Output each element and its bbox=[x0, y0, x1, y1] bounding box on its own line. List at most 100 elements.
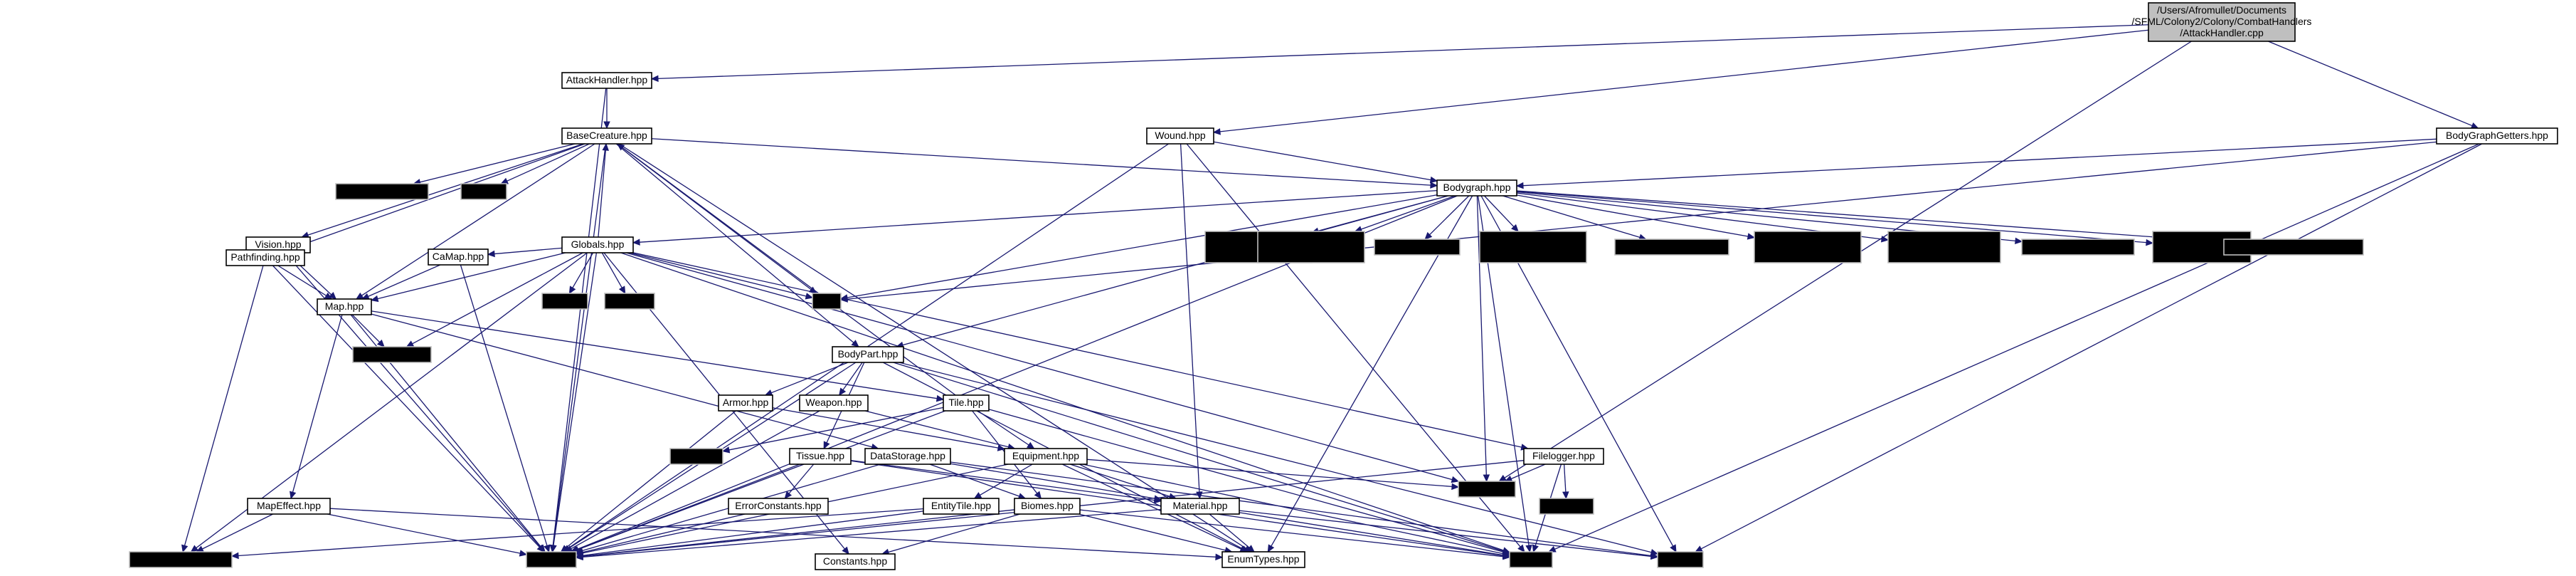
node-biomes[interactable]: Biomes.hpp bbox=[1014, 498, 1081, 515]
node-camap[interactable]: CaMap.hpp bbox=[428, 248, 489, 266]
edge-line bbox=[1483, 195, 1515, 227]
arrowhead-icon bbox=[1451, 483, 1460, 491]
arrowhead-icon bbox=[519, 550, 528, 557]
arrowhead-icon bbox=[616, 143, 625, 151]
node-label: ErrorConstants.hpp bbox=[735, 500, 822, 511]
node-label: Vector bbox=[551, 295, 579, 306]
node-label: boost/range/irange.hpp bbox=[2027, 241, 2129, 252]
edge-line bbox=[625, 252, 1453, 481]
node-mapeffect[interactable]: MapEffect.hpp bbox=[247, 498, 331, 515]
node-box bbox=[1160, 498, 1240, 515]
node-filelogger[interactable]: Filelogger.hpp bbox=[1523, 448, 1604, 465]
node-label: Vision.hpp bbox=[255, 239, 301, 250]
node-label: Globals.hpp bbox=[571, 239, 625, 250]
edge-material-to-stdio bbox=[575, 508, 1162, 561]
node-tissue[interactable]: Tissue.hpp bbox=[789, 448, 852, 465]
arrowhead-icon bbox=[376, 339, 385, 347]
edge-basecreature-to-bodypart bbox=[615, 143, 859, 347]
node-box bbox=[561, 72, 652, 89]
edge-line bbox=[988, 409, 1504, 553]
node-label: boost/graph/breadth bbox=[1763, 235, 1852, 246]
node-material[interactable]: Material.hpp bbox=[1160, 498, 1240, 515]
node-label: Filelogger.hpp bbox=[1532, 450, 1595, 461]
arrowhead-icon bbox=[1525, 544, 1532, 553]
node-root: /Users/Afromullet/Documents/SFML/Colony2… bbox=[2132, 2, 2311, 42]
node-label: Pathfinding.hpp bbox=[230, 251, 300, 263]
node-box bbox=[561, 236, 634, 253]
edge-line bbox=[847, 141, 2437, 300]
node-bodygraphgetters[interactable]: BodyGraphGetters.hpp bbox=[2436, 127, 2558, 145]
node-label: list bbox=[820, 295, 832, 306]
node-tile[interactable]: Tile.hpp bbox=[943, 394, 990, 412]
node-box bbox=[718, 394, 773, 412]
arrowhead-icon bbox=[560, 545, 569, 553]
arrowhead-icon bbox=[550, 544, 557, 553]
node-box bbox=[943, 394, 990, 412]
edge-line bbox=[420, 143, 576, 183]
node-weapon[interactable]: Weapon.hpp bbox=[799, 394, 869, 412]
edge-line bbox=[553, 252, 598, 546]
node-attackhandler[interactable]: AttackHandler.hpp bbox=[561, 72, 652, 89]
node-label: /AttackHandler.cpp bbox=[2180, 27, 2264, 38]
edge-line bbox=[1476, 195, 1487, 476]
edge-line bbox=[893, 362, 1504, 552]
edge-globals-to-basecreature bbox=[598, 142, 610, 238]
edge-pathfinding-to-map bbox=[277, 265, 333, 300]
edge-globals-to-cstdlib bbox=[601, 252, 626, 295]
edge-mapeffect-to-enumtypes bbox=[329, 508, 1224, 561]
edge-camap-to-stdio bbox=[460, 264, 551, 553]
node-wound[interactable]: Wound.hpp bbox=[1146, 127, 1214, 145]
node-label: boost/graph/graphviz.hpp bbox=[1616, 241, 1728, 252]
node-label: Bodygraph.hpp bbox=[1443, 182, 1511, 193]
edge-line bbox=[577, 464, 800, 550]
node-entitytile[interactable]: EntityTile.hpp bbox=[923, 498, 1000, 515]
node-bodypart[interactable]: BodyPart.hpp bbox=[832, 346, 904, 363]
node-bodygraph[interactable]: Bodygraph.hpp bbox=[1436, 179, 1517, 197]
node-enumtypes[interactable]: EnumTypes.hpp bbox=[1221, 551, 1305, 568]
edge-basecreature-to-stdio bbox=[549, 143, 607, 553]
edge-line bbox=[980, 464, 1033, 496]
node-box bbox=[812, 293, 842, 310]
node-box bbox=[2152, 231, 2252, 263]
node-datastorage[interactable]: DataStorage.hpp bbox=[864, 448, 951, 465]
arrowhead-icon bbox=[500, 177, 509, 184]
node-map[interactable]: Map.hpp bbox=[317, 298, 372, 315]
arrowhead-icon bbox=[1267, 544, 1275, 553]
edge-basecreature-to-map bbox=[355, 143, 595, 300]
node-label: fstream bbox=[1550, 500, 1584, 511]
edge-tissue-to-errorconstants bbox=[784, 464, 815, 499]
edge-line bbox=[929, 464, 1019, 497]
edge-line bbox=[184, 265, 264, 546]
node-cstdlib: cstdlib bbox=[604, 293, 655, 310]
node-label: Wound.hpp bbox=[1155, 130, 1206, 141]
node-pathfinding[interactable]: Pathfinding.hpp bbox=[226, 249, 305, 266]
node-equipment[interactable]: Equipment.hpp bbox=[1004, 448, 1088, 465]
node-box bbox=[1146, 127, 1214, 145]
node-filtered: boost/graph/filtered_graph.hpp bbox=[2152, 231, 2252, 263]
node-globals[interactable]: Globals.hpp bbox=[561, 236, 634, 253]
node-box bbox=[864, 448, 951, 465]
node-label: iostream bbox=[1468, 483, 1506, 494]
node-errorconstants[interactable]: ErrorConstants.hpp bbox=[728, 498, 829, 515]
node-box bbox=[1221, 551, 1305, 568]
node-vision[interactable]: Vision.hpp bbox=[245, 236, 311, 253]
arrowhead-icon bbox=[721, 446, 731, 454]
arrowhead-icon bbox=[329, 292, 337, 300]
node-basecreature[interactable]: BaseCreature.hpp bbox=[561, 127, 652, 145]
node-armor[interactable]: Armor.hpp bbox=[718, 394, 773, 412]
node-stdio: stdio.h bbox=[526, 551, 577, 568]
arrowhead-icon bbox=[1212, 128, 1221, 135]
node-box bbox=[460, 183, 507, 200]
edge-camap-to-map bbox=[361, 264, 441, 300]
edge-bodygraphgetters-to-string bbox=[1547, 143, 2480, 553]
edge-bodygraph-to-iostream bbox=[1476, 195, 1490, 483]
edge-line bbox=[770, 362, 849, 394]
node-label: boost/pending/indirect bbox=[1896, 235, 1993, 246]
node-label: _first_search.hpp bbox=[1769, 246, 1846, 258]
arrowhead-icon bbox=[2015, 237, 2023, 245]
node-indirect: boost/pending/indirect_cmp.hpp bbox=[1887, 231, 2001, 263]
edge-line bbox=[494, 247, 563, 255]
node-box bbox=[1509, 551, 1553, 568]
node-vector_cap: Vector bbox=[541, 293, 588, 310]
node-constants[interactable]: Constants.hpp bbox=[815, 553, 896, 570]
